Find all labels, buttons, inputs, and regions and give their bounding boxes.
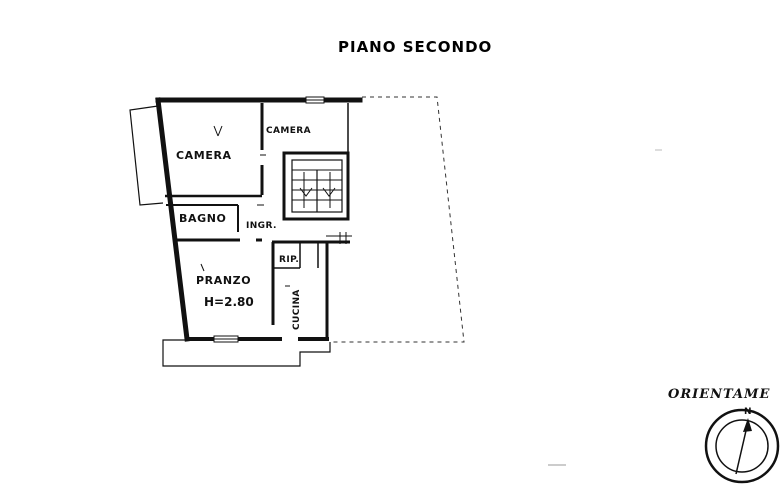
orientation-label: ORIENTAME: [668, 387, 770, 402]
north-marker: N: [744, 407, 752, 417]
room-label-cucina: CUCINA: [292, 289, 302, 330]
staircase: [282, 151, 350, 221]
room-label-bagno: BAGNO: [179, 212, 226, 225]
outer-walls: [155, 97, 363, 342]
plan-title: PIANO SECONDO: [338, 38, 492, 56]
room-label-camera-1: CAMERA: [176, 149, 232, 162]
balcony-bottom: [162, 339, 331, 367]
room-label-ingresso: INGR.: [246, 221, 277, 231]
interior-walls: [165, 103, 350, 325]
entrance-door: [326, 232, 352, 244]
compass-icon: [704, 408, 780, 484]
balcony-left: [129, 105, 164, 206]
room-label-ripostiglio: RIP.: [279, 255, 299, 265]
terrace-outline: [330, 96, 465, 343]
windows: [213, 96, 325, 343]
room-label-camera-2: CAMERA: [266, 126, 311, 136]
room-label-pranzo: PRANZO: [196, 274, 251, 287]
room-height-label: H=2.80: [204, 295, 254, 309]
wall-ticks: [200, 125, 290, 287]
